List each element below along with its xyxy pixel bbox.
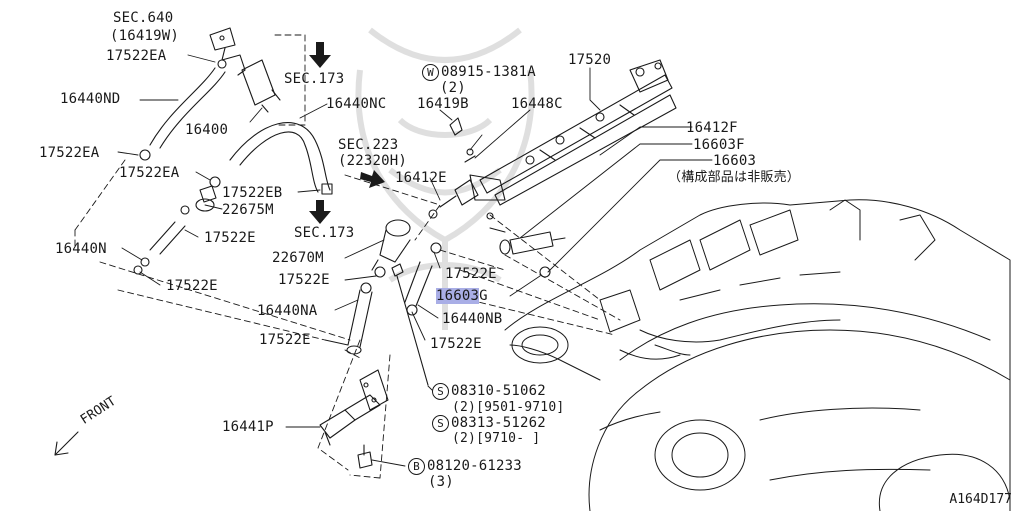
part-number-08120: 08120-61233	[427, 458, 522, 474]
screw-symbol-icon: S	[432, 415, 449, 432]
label-16448c[interactable]: 16448C	[511, 96, 563, 112]
part-number-08310: 08310-51062	[451, 383, 546, 399]
bracket-16441p	[319, 369, 389, 446]
label-sec173-mid[interactable]: SEC.173	[294, 225, 355, 241]
label-08915-qty: (2)	[440, 80, 466, 96]
watermark-emblem	[355, 27, 535, 330]
label-17522e-e[interactable]: 17522E	[445, 266, 497, 282]
label-16603[interactable]: 16603	[713, 153, 757, 169]
label-16419w[interactable]: (16419W)	[110, 28, 180, 44]
label-17522ea-mid[interactable]: 17522EA	[119, 165, 180, 181]
label-sec640[interactable]: SEC.640	[113, 10, 174, 26]
label-16440nc[interactable]: 16440NC	[326, 96, 387, 112]
screw-symbol-icon: S	[432, 383, 449, 400]
arrows	[309, 42, 385, 224]
label-sec173-top[interactable]: SEC.173	[284, 71, 345, 87]
screw-08310	[391, 263, 429, 386]
bolt-symbol-icon: B	[408, 458, 425, 475]
label-22320h[interactable]: (22320H)	[338, 153, 408, 169]
hose-16440n	[133, 221, 186, 275]
label-16603-note: （構成部品は非販売）	[668, 170, 801, 185]
label-17522ea-left[interactable]: 17522EA	[39, 145, 100, 161]
pressure-regulator	[428, 179, 479, 219]
label-08120-qty: (3)	[428, 474, 454, 490]
label-sec223[interactable]: SEC.223	[338, 137, 399, 153]
label-16400[interactable]: 16400	[185, 122, 229, 138]
leader-lines	[117, 54, 713, 467]
label-08310-note: (2)[9501-9710]	[452, 400, 565, 415]
hose-16440nc	[229, 122, 333, 195]
label-17520[interactable]: 17520	[568, 52, 612, 68]
fuel-filter-16400	[209, 27, 281, 113]
label-16440nd[interactable]: 16440ND	[60, 91, 121, 107]
hose-16440na	[346, 282, 373, 355]
label-17522e-f[interactable]: 17522E	[430, 336, 482, 352]
front-arrow-icon	[54, 431, 79, 456]
engine-outline	[504, 199, 1011, 511]
label-22670m[interactable]: 22670M	[272, 250, 324, 266]
clip-16448c	[464, 155, 476, 163]
label-17522e-a[interactable]: 17522E	[204, 230, 256, 246]
injector-16600	[486, 212, 566, 278]
label-22675m[interactable]: 22675M	[222, 202, 274, 218]
label-16440na[interactable]: 16440NA	[257, 303, 318, 319]
connector-22675m	[199, 185, 217, 203]
label-16440n[interactable]: 16440N	[55, 241, 107, 257]
label-16419b[interactable]: 16419B	[417, 96, 469, 112]
label-17522e-d[interactable]: 17522E	[259, 332, 311, 348]
label-17522e-b[interactable]: 17522E	[166, 278, 218, 294]
label-17522eb[interactable]: 17522EB	[222, 185, 283, 201]
label-16603g-suffix: G	[479, 288, 488, 304]
part-number-08915: 08915-1381A	[441, 64, 536, 80]
label-17522e-c[interactable]: 17522E	[278, 272, 330, 288]
label-16412e[interactable]: 16412E	[395, 170, 447, 186]
label-16603g[interactable]: 16603G	[436, 288, 488, 304]
part-number-08313: 08313-51262	[451, 415, 546, 431]
fuel-rail-17520	[469, 59, 677, 206]
arrow-right-icon	[360, 170, 385, 188]
label-16603g-highlight: 16603	[436, 288, 480, 304]
label-08313-note: (2)[9710- ]	[452, 431, 541, 446]
valve-22670m	[371, 219, 411, 278]
arrow-down-icon	[309, 42, 331, 68]
label-16440nb[interactable]: 16440NB	[442, 311, 503, 327]
diagram-reference-code: A164D177	[949, 492, 1012, 507]
clip-17522ea	[209, 176, 221, 188]
label-16441p[interactable]: 16441P	[222, 419, 274, 435]
hose-16440nd	[139, 67, 226, 161]
hose-16440nb	[404, 242, 442, 316]
label-17522ea-top[interactable]: 17522EA	[106, 48, 167, 64]
bolt-16419b	[449, 117, 463, 136]
dashed-guides	[74, 34, 621, 479]
label-16412f[interactable]: 16412F	[686, 120, 738, 136]
washer-symbol-icon: W	[422, 64, 439, 81]
arrow-down-icon	[309, 200, 331, 224]
label-16603f[interactable]: 16603F	[693, 137, 745, 153]
bolt-08120	[357, 444, 373, 469]
